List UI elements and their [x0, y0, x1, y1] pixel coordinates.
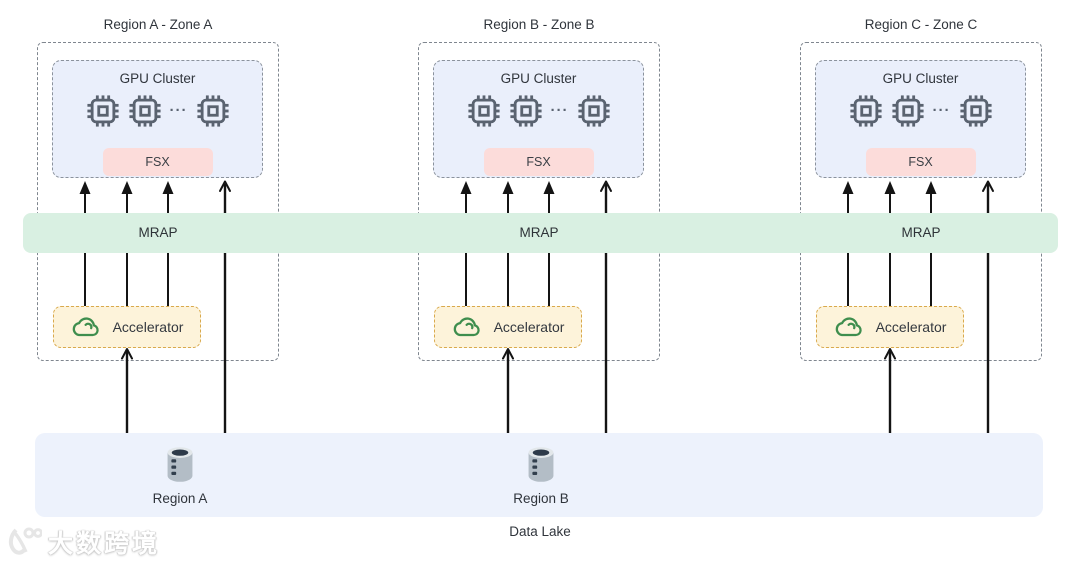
region-b-group: Region B - Zone B GPU Cluster ··· FSX Ac…	[418, 0, 660, 563]
gpu-cluster-label: GPU Cluster	[882, 71, 959, 86]
data-store-label: Region B	[513, 491, 569, 506]
watermark: 大数跨境	[6, 524, 160, 560]
region-boundary	[418, 42, 660, 361]
cloud-icon	[835, 316, 862, 336]
gpu-chip-icon	[959, 95, 992, 127]
region-boundary	[800, 42, 1042, 361]
gpu-cluster-box: GPU Cluster ··· FSX	[433, 60, 644, 178]
gpu-chip-icon	[849, 95, 882, 127]
accelerator-label: Accelerator	[875, 319, 947, 335]
accelerator-label: Accelerator	[493, 319, 565, 335]
fsx-box: FSX	[865, 148, 976, 176]
data-lake-label: Data Lake	[509, 524, 571, 539]
gpu-cluster-label: GPU Cluster	[500, 71, 577, 86]
accelerator-box: Accelerator	[816, 306, 964, 348]
accelerator-box: Accelerator	[434, 306, 582, 348]
gpu-chip-icon	[196, 95, 229, 127]
fsx-box: FSX	[102, 148, 213, 176]
watermark-logo-icon	[8, 527, 42, 555]
data-store-label: Region A	[152, 491, 208, 506]
gpu-chip-row: ···	[434, 94, 643, 128]
data-store-region-a: Region A	[125, 444, 235, 506]
mrap-band	[23, 213, 1058, 253]
database-icon	[167, 447, 193, 482]
gpu-chip-icon	[577, 95, 610, 127]
gpu-chip-icon	[891, 95, 924, 127]
gpu-chip-icon	[86, 95, 119, 127]
region-c-group: Region C - Zone C GPU Cluster ··· FSX Ac…	[800, 0, 1042, 563]
database-icon	[528, 447, 554, 482]
region-boundary	[37, 42, 279, 361]
region-title: Region B - Zone B	[483, 17, 595, 32]
gpu-chip-icon	[128, 95, 161, 127]
mrap-label: MRAP	[901, 225, 941, 240]
cloud-icon	[453, 316, 480, 336]
gpu-chip-row: ···	[53, 94, 262, 128]
mrap-label: MRAP	[519, 225, 559, 240]
gpu-chip-icon	[467, 95, 500, 127]
watermark-text: 大数跨境	[48, 530, 161, 558]
region-title: Region A - Zone A	[103, 17, 213, 32]
region-title: Region C - Zone C	[864, 17, 978, 32]
data-store-region-b: Region B	[486, 444, 596, 506]
gpu-cluster-box: GPU Cluster ··· FSX	[815, 60, 1026, 178]
mrap-label: MRAP	[138, 225, 178, 240]
gpu-cluster-label: GPU Cluster	[119, 71, 196, 86]
ellipsis-dots: ···	[550, 102, 569, 119]
gpu-cluster-box: GPU Cluster ··· FSX	[52, 60, 263, 178]
accelerator-label: Accelerator	[112, 319, 184, 335]
fsx-box: FSX	[483, 148, 594, 176]
gpu-chip-icon	[509, 95, 542, 127]
accelerator-box: Accelerator	[53, 306, 201, 348]
cloud-icon	[72, 316, 99, 336]
region-a-group: Region A - Zone A GPU Cluster ··· FSX Ac…	[37, 0, 279, 563]
gpu-chip-row: ···	[816, 94, 1025, 128]
ellipsis-dots: ···	[932, 102, 951, 119]
ellipsis-dots: ···	[169, 102, 188, 119]
